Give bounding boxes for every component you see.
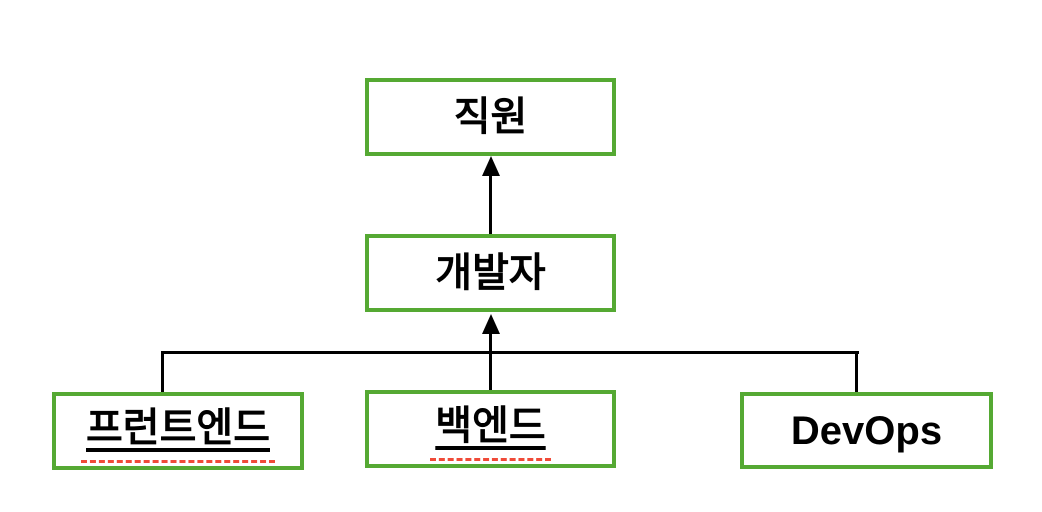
node-developer: 개발자 xyxy=(365,234,616,312)
connector-bus-horizontal-line xyxy=(161,351,859,354)
connector-bus-devops-drop-line xyxy=(855,351,858,393)
node-employee: 직원 xyxy=(365,78,616,156)
node-employee-label: 직원 xyxy=(453,95,528,139)
node-frontend-label: 프런트엔드 xyxy=(81,405,275,463)
connector-bus-to-developer-line xyxy=(489,330,492,391)
node-developer-label: 개발자 xyxy=(435,251,546,295)
node-backend: 백엔드 xyxy=(365,390,616,468)
node-devops: DevOps xyxy=(740,392,993,469)
arrow-up-icon xyxy=(482,156,500,176)
arrow-up-icon xyxy=(482,314,500,334)
connector-developer-to-employee-line xyxy=(489,172,492,234)
node-frontend: 프런트엔드 xyxy=(52,392,304,470)
connector-bus-frontend-drop-line xyxy=(161,351,164,393)
node-devops-label: DevOps xyxy=(790,408,943,453)
node-backend-label: 백엔드 xyxy=(430,403,551,461)
